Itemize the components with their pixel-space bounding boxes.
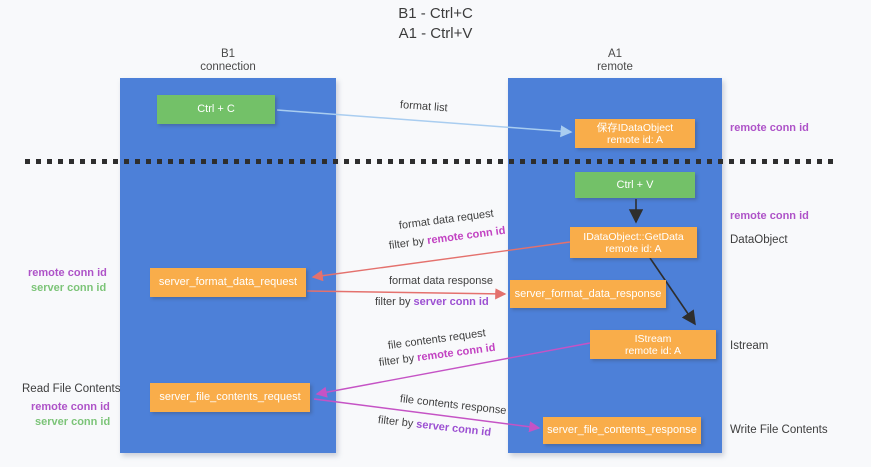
ctrl-c-box: Ctrl + C: [157, 95, 275, 124]
filter-by-value-server: server conn id: [413, 296, 489, 308]
server-file-contents-request-label: server_file_contents_request: [159, 391, 301, 403]
lane-b1-title: B1: [220, 48, 236, 60]
ctrl-v-box: Ctrl + V: [575, 172, 695, 198]
server-file-contents-response-label: server_file_contents_response: [547, 424, 697, 436]
format-data-response-arrow: [306, 288, 507, 300]
getdata-box: IDataObject::GetData remote id: A: [570, 227, 697, 258]
dashed-divider-line: [25, 159, 833, 164]
format-data-response-filter-label: filter by server conn id: [375, 296, 489, 308]
format-data-response-label: format data response: [389, 275, 493, 287]
right-label-remote-conn-id-mid: remote conn id: [730, 210, 809, 222]
filter-by-prefix: filter by: [375, 296, 414, 308]
save-dataobject-box: 保存IDataObject remote id: A: [575, 119, 695, 148]
right-label-write-file-contents: Write File Contents: [730, 424, 828, 436]
left-label-server-conn-id-2: server conn id: [35, 416, 111, 428]
istream-line2: remote id: A: [624, 344, 682, 357]
file-contents-response-label: file contents response: [399, 393, 508, 418]
save-dataobject-line1: 保存IDataObject: [596, 121, 674, 134]
left-label-server-conn-id-1: server conn id: [31, 282, 107, 294]
diagram-title: B1 - Ctrl+C A1 - Ctrl+V: [0, 4, 871, 44]
ctrl-c-label: Ctrl + C: [197, 103, 235, 115]
right-label-istream: Istream: [730, 340, 769, 352]
server-format-data-response-box: server_format_data_response: [510, 280, 666, 308]
right-label-remote-conn-id-top: remote conn id: [730, 122, 809, 134]
lane-a1-subtitle: remote: [597, 61, 633, 73]
server-format-data-request-box: server_format_data_request: [150, 268, 306, 297]
lane-b1-subtitle: connection: [200, 61, 256, 73]
format-list-label: format list: [399, 99, 448, 115]
filter-by-value-remote: remote conn id: [426, 224, 507, 247]
file-contents-response-filter-label: filter by server conn id: [377, 414, 491, 439]
right-label-dataobject: DataObject: [730, 234, 788, 246]
lane-a1-title: A1: [607, 48, 623, 60]
title-line-1: B1 - Ctrl+C: [398, 5, 473, 22]
save-dataobject-line2: remote id: A: [606, 133, 664, 146]
filter-by-prefix: filter by: [377, 414, 417, 431]
istream-line1: IStream: [634, 332, 672, 345]
getdata-line2: remote id: A: [605, 242, 662, 255]
lane-header-b1: B1 connection: [120, 48, 336, 74]
server-file-contents-request-box: server_file_contents_request: [150, 383, 310, 412]
filter-by-value-server: server conn id: [415, 418, 492, 439]
ctrl-v-label: Ctrl + V: [616, 178, 654, 191]
istream-box: IStream remote id: A: [590, 330, 716, 359]
server-format-data-response-label: server_format_data_response: [514, 287, 662, 300]
left-label-remote-conn-id-2: remote conn id: [31, 401, 110, 413]
getdata-line1: IDataObject::GetData: [583, 230, 684, 243]
filter-by-prefix: filter by: [388, 235, 428, 252]
server-format-data-request-label: server_format_data_request: [158, 276, 298, 288]
filter-by-prefix: filter by: [378, 352, 418, 369]
lane-header-a1: A1 remote: [508, 48, 722, 74]
left-label-read-file-contents: Read File Contents: [22, 383, 121, 395]
left-label-remote-conn-id-1: remote conn id: [28, 267, 107, 279]
server-file-contents-response-box: server_file_contents_response: [543, 417, 701, 444]
title-line-2: A1 - Ctrl+V: [398, 25, 473, 42]
